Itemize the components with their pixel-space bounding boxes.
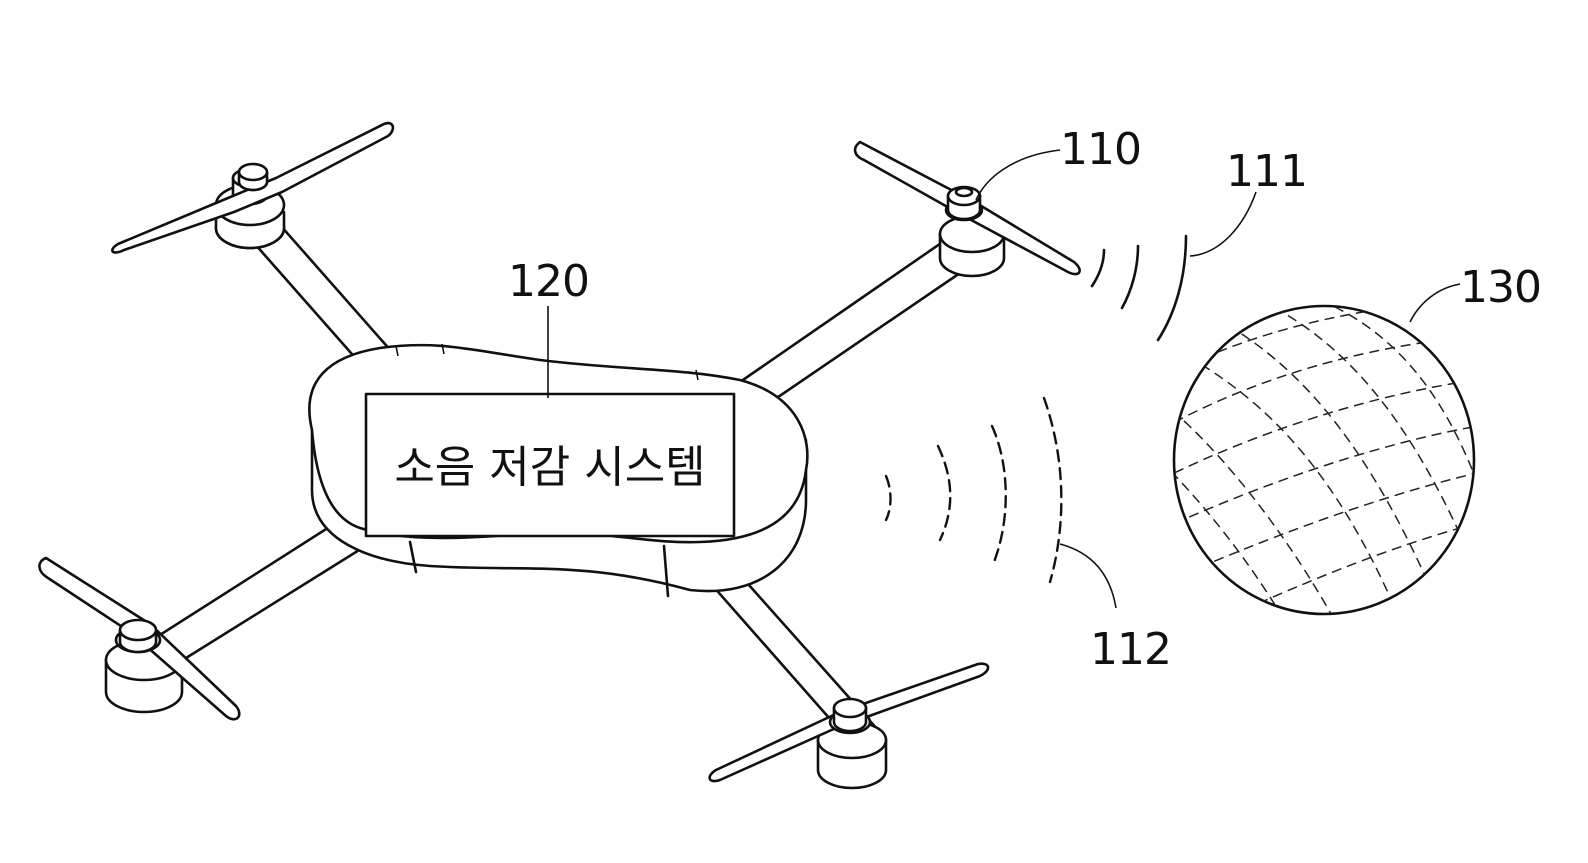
- noise-reduction-system-box: 소음 저감 시스템: [366, 394, 734, 536]
- ref-111: 111: [1226, 146, 1307, 197]
- ref-110: 110: [1060, 124, 1141, 175]
- box-label: 소음 저감 시스템: [394, 442, 705, 493]
- ref-112: 112: [1090, 624, 1171, 675]
- anti-noise-wave-dashed: [886, 398, 1061, 582]
- target-sphere: [1160, 300, 1490, 630]
- ref-120: 120: [508, 256, 589, 307]
- sound-wave-solid: [1092, 236, 1186, 340]
- ref-130: 130: [1460, 262, 1541, 313]
